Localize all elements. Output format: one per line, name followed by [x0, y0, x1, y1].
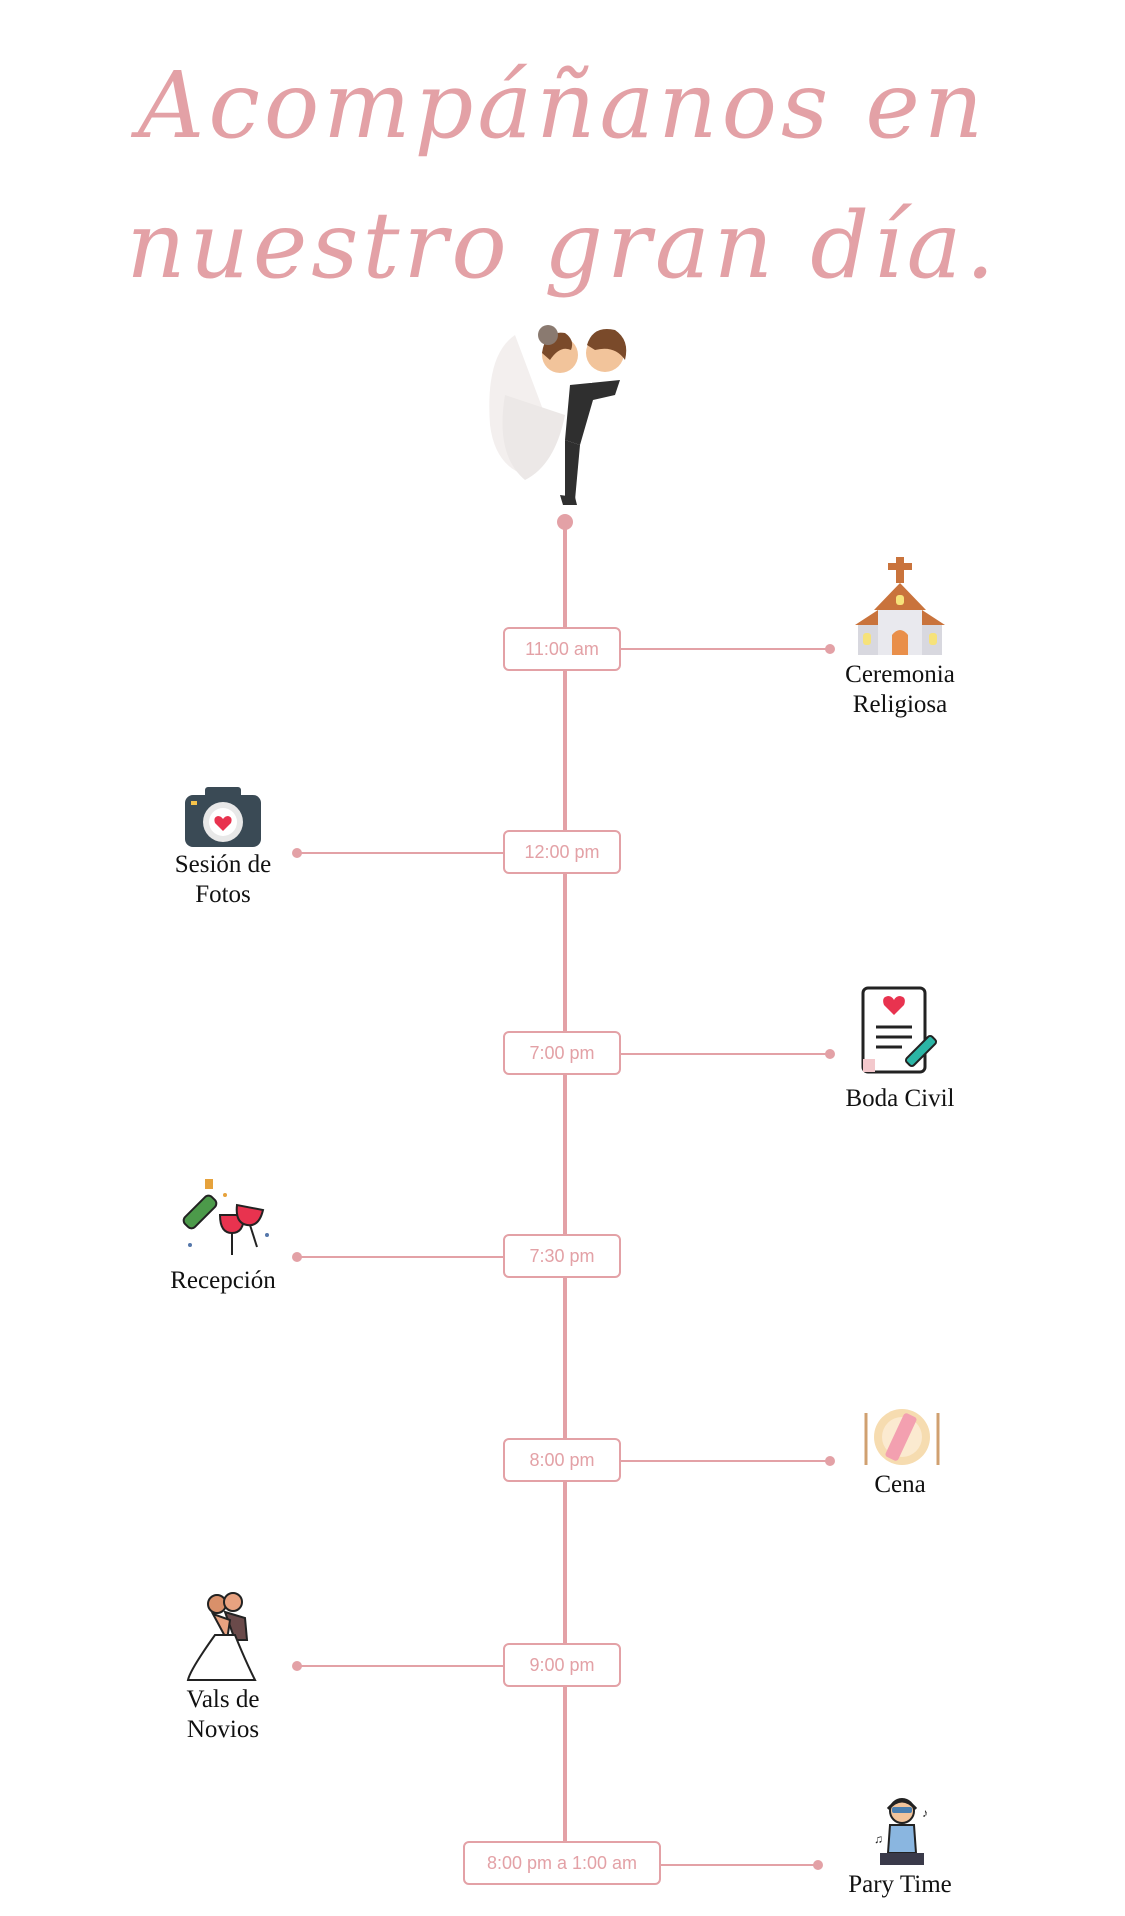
time-box: 11:00 am [503, 627, 621, 671]
svg-text:♫: ♫ [874, 1832, 883, 1846]
title-line-2: nuestro gran día. [126, 192, 999, 299]
connector-dot [292, 1661, 302, 1671]
event-label: Recepción [170, 1267, 276, 1294]
time-box: 9:00 pm [503, 1643, 621, 1687]
connector-dot [825, 1456, 835, 1466]
svg-text:♪: ♪ [922, 1806, 928, 1820]
connector-dot [292, 848, 302, 858]
time-box: 7:00 pm [503, 1031, 621, 1075]
event-label: Sesión de Fotos [174, 851, 272, 908]
champagne-icon [182, 1179, 269, 1255]
event-label: Cena [874, 1471, 926, 1498]
wedding-couple-icon [489, 325, 627, 505]
event-label: Boda Civil [845, 1085, 955, 1112]
connector-line [620, 1053, 830, 1055]
connector-line [620, 1460, 830, 1462]
time-box: 12:00 pm [503, 830, 621, 874]
connector-dot [825, 1049, 835, 1059]
connector-line [297, 1256, 507, 1258]
dancing-couple-icon [186, 1592, 257, 1681]
event-label: Pary Time [848, 1871, 952, 1898]
connector-dot [825, 644, 835, 654]
plate-icon [864, 1409, 940, 1465]
connector-dot [813, 1860, 823, 1870]
connector-line [297, 852, 507, 854]
connector-line [297, 1665, 507, 1667]
event-label: Ceremonia Religiosa [845, 661, 955, 718]
time-box: 7:30 pm [503, 1234, 621, 1278]
time-box: 8:00 pm a 1:00 am [463, 1841, 661, 1885]
camera-icon [185, 787, 261, 847]
connector-line [660, 1864, 818, 1866]
dj-icon: ♪ ♫ [874, 1798, 928, 1865]
time-box: 8:00 pm [503, 1438, 621, 1482]
title-line-1: Acompáñanos en [137, 52, 988, 159]
church-icon [855, 557, 945, 655]
event-label: Vals de Novios [186, 1686, 260, 1743]
connector-dot [292, 1252, 302, 1262]
connector-line [620, 648, 830, 650]
certificate-icon [861, 986, 938, 1074]
timeline-line [563, 522, 567, 1852]
